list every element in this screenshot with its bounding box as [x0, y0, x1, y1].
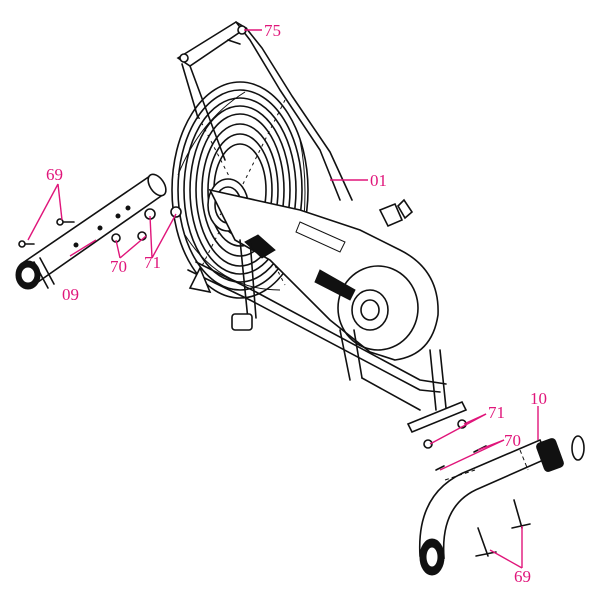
- front-stabilizer: [15, 173, 167, 290]
- part-label-70-left: 70: [110, 257, 127, 276]
- part-label-01: 01: [370, 171, 387, 190]
- rear-stabilizer: [418, 435, 585, 576]
- part-label-75: 75: [264, 21, 281, 40]
- part-label-71-left: 71: [144, 253, 161, 272]
- crank-housing: [208, 188, 439, 361]
- callout-lines: [27, 29, 539, 569]
- base-frame: [187, 239, 468, 434]
- part-label-69-right: 69: [514, 567, 531, 586]
- part-label-69-left: 69: [46, 165, 63, 184]
- upper-frame: [176, 21, 353, 201]
- bike-frame: [171, 21, 468, 434]
- part-label-70-right: 70: [504, 431, 521, 450]
- part-label-09: 09: [62, 285, 79, 304]
- part-label-10: 10: [530, 389, 547, 408]
- part-label-71-right: 71: [488, 403, 505, 422]
